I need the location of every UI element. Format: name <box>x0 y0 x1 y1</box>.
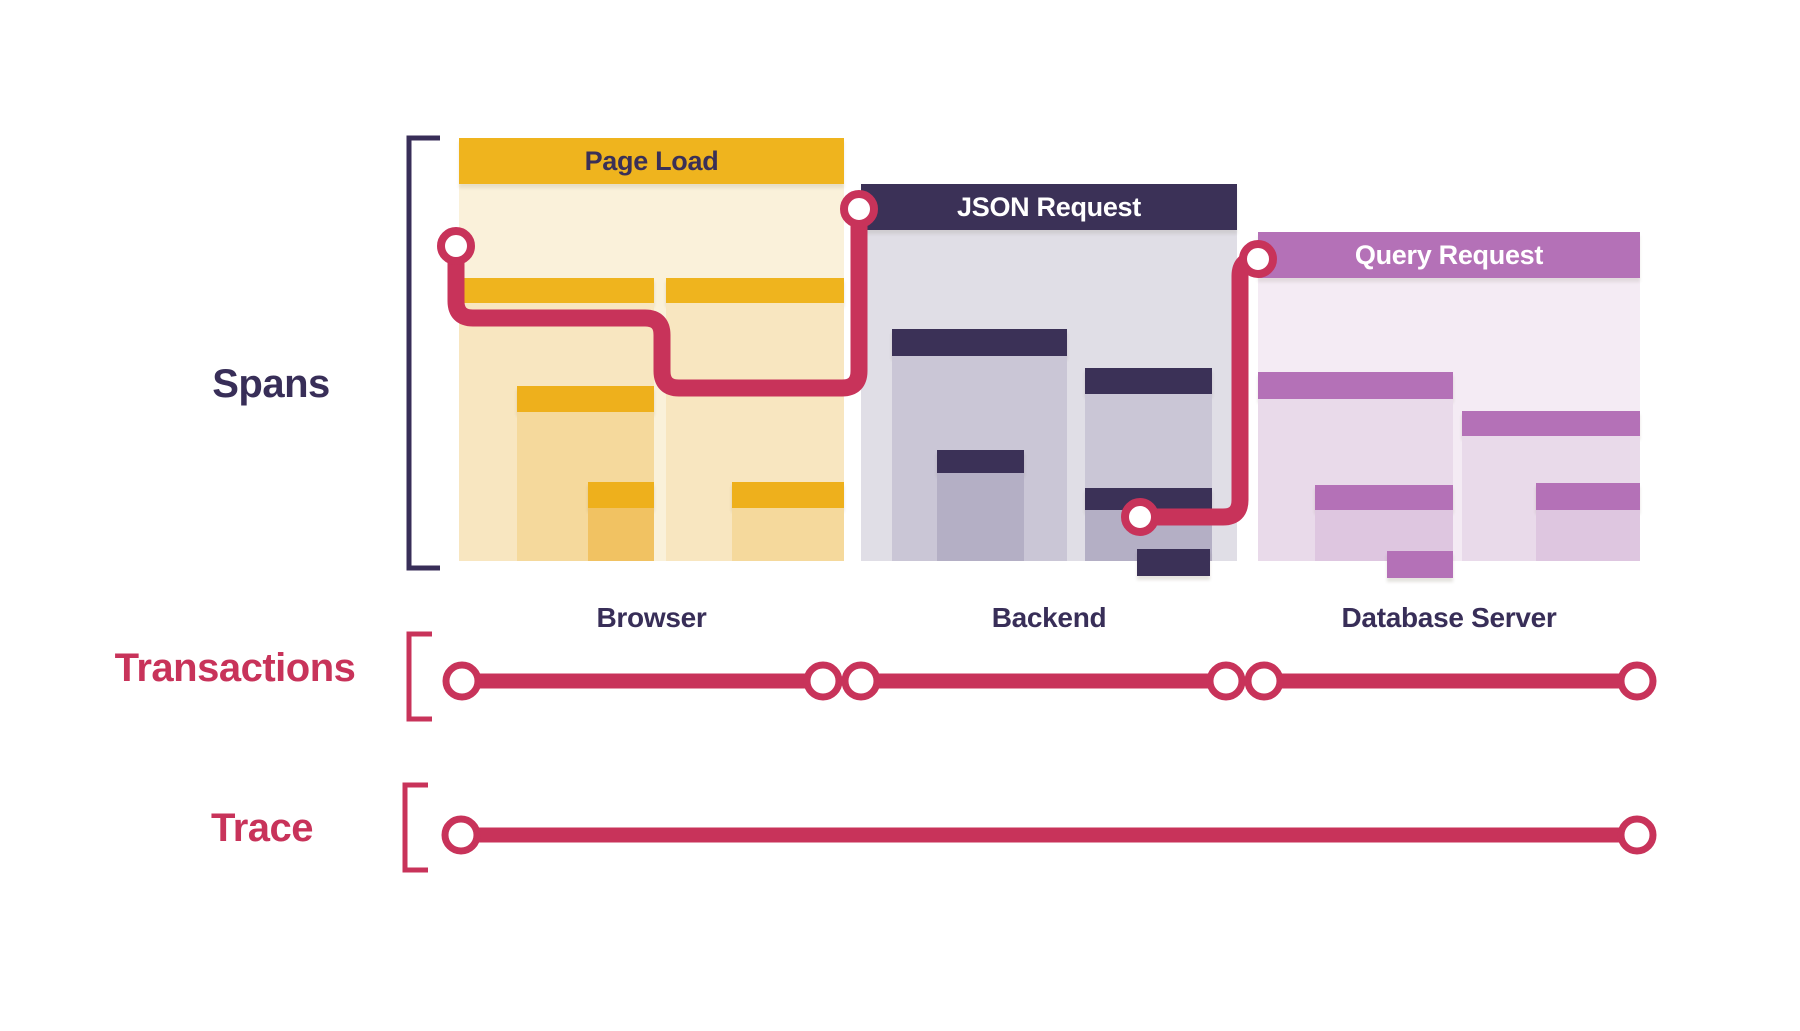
span-bar <box>1137 549 1210 576</box>
trace-label: Trace <box>210 806 314 850</box>
spans-bracket <box>406 135 440 571</box>
panel-page-load: Page Load <box>459 138 844 561</box>
span-bar <box>1315 485 1453 561</box>
caption-backend: Backend <box>991 602 1107 633</box>
transactions-bracket <box>406 631 432 722</box>
panel-query-request: Query Request <box>1258 232 1640 578</box>
panel-json-request: JSON Request <box>861 184 1237 576</box>
span-bar <box>937 450 1024 561</box>
panel-page-load-title: Page Load <box>584 145 719 176</box>
panel-json-request-header: JSON Request <box>861 184 1237 230</box>
span-bar <box>1536 483 1640 561</box>
caption-browser: Browser <box>596 602 707 633</box>
panel-query-request-body <box>1258 278 1640 578</box>
trace-node <box>1617 815 1657 855</box>
spans-label: Spans <box>212 362 330 406</box>
panel-page-load-header: Page Load <box>459 138 844 184</box>
transaction-node <box>1617 661 1657 701</box>
panel-query-request-header: Query Request <box>1258 232 1640 278</box>
panel-query-request-title: Query Request <box>1354 239 1544 270</box>
panel-page-load-body <box>459 184 844 561</box>
caption-database-server: Database Server <box>1341 602 1557 633</box>
transaction-node <box>442 661 482 701</box>
transaction-node <box>1244 661 1284 701</box>
span-bar <box>588 482 654 561</box>
transaction-node <box>1206 661 1246 701</box>
panel-json-request-body <box>861 230 1237 576</box>
transactions-label: Transactions <box>114 646 356 690</box>
trace-node <box>441 815 481 855</box>
panel-json-request-title: JSON Request <box>957 191 1141 222</box>
transaction-node <box>841 661 881 701</box>
trace-bracket <box>402 782 428 873</box>
span-bar <box>732 482 844 561</box>
span-bar <box>1387 551 1453 578</box>
transaction-node <box>803 661 843 701</box>
